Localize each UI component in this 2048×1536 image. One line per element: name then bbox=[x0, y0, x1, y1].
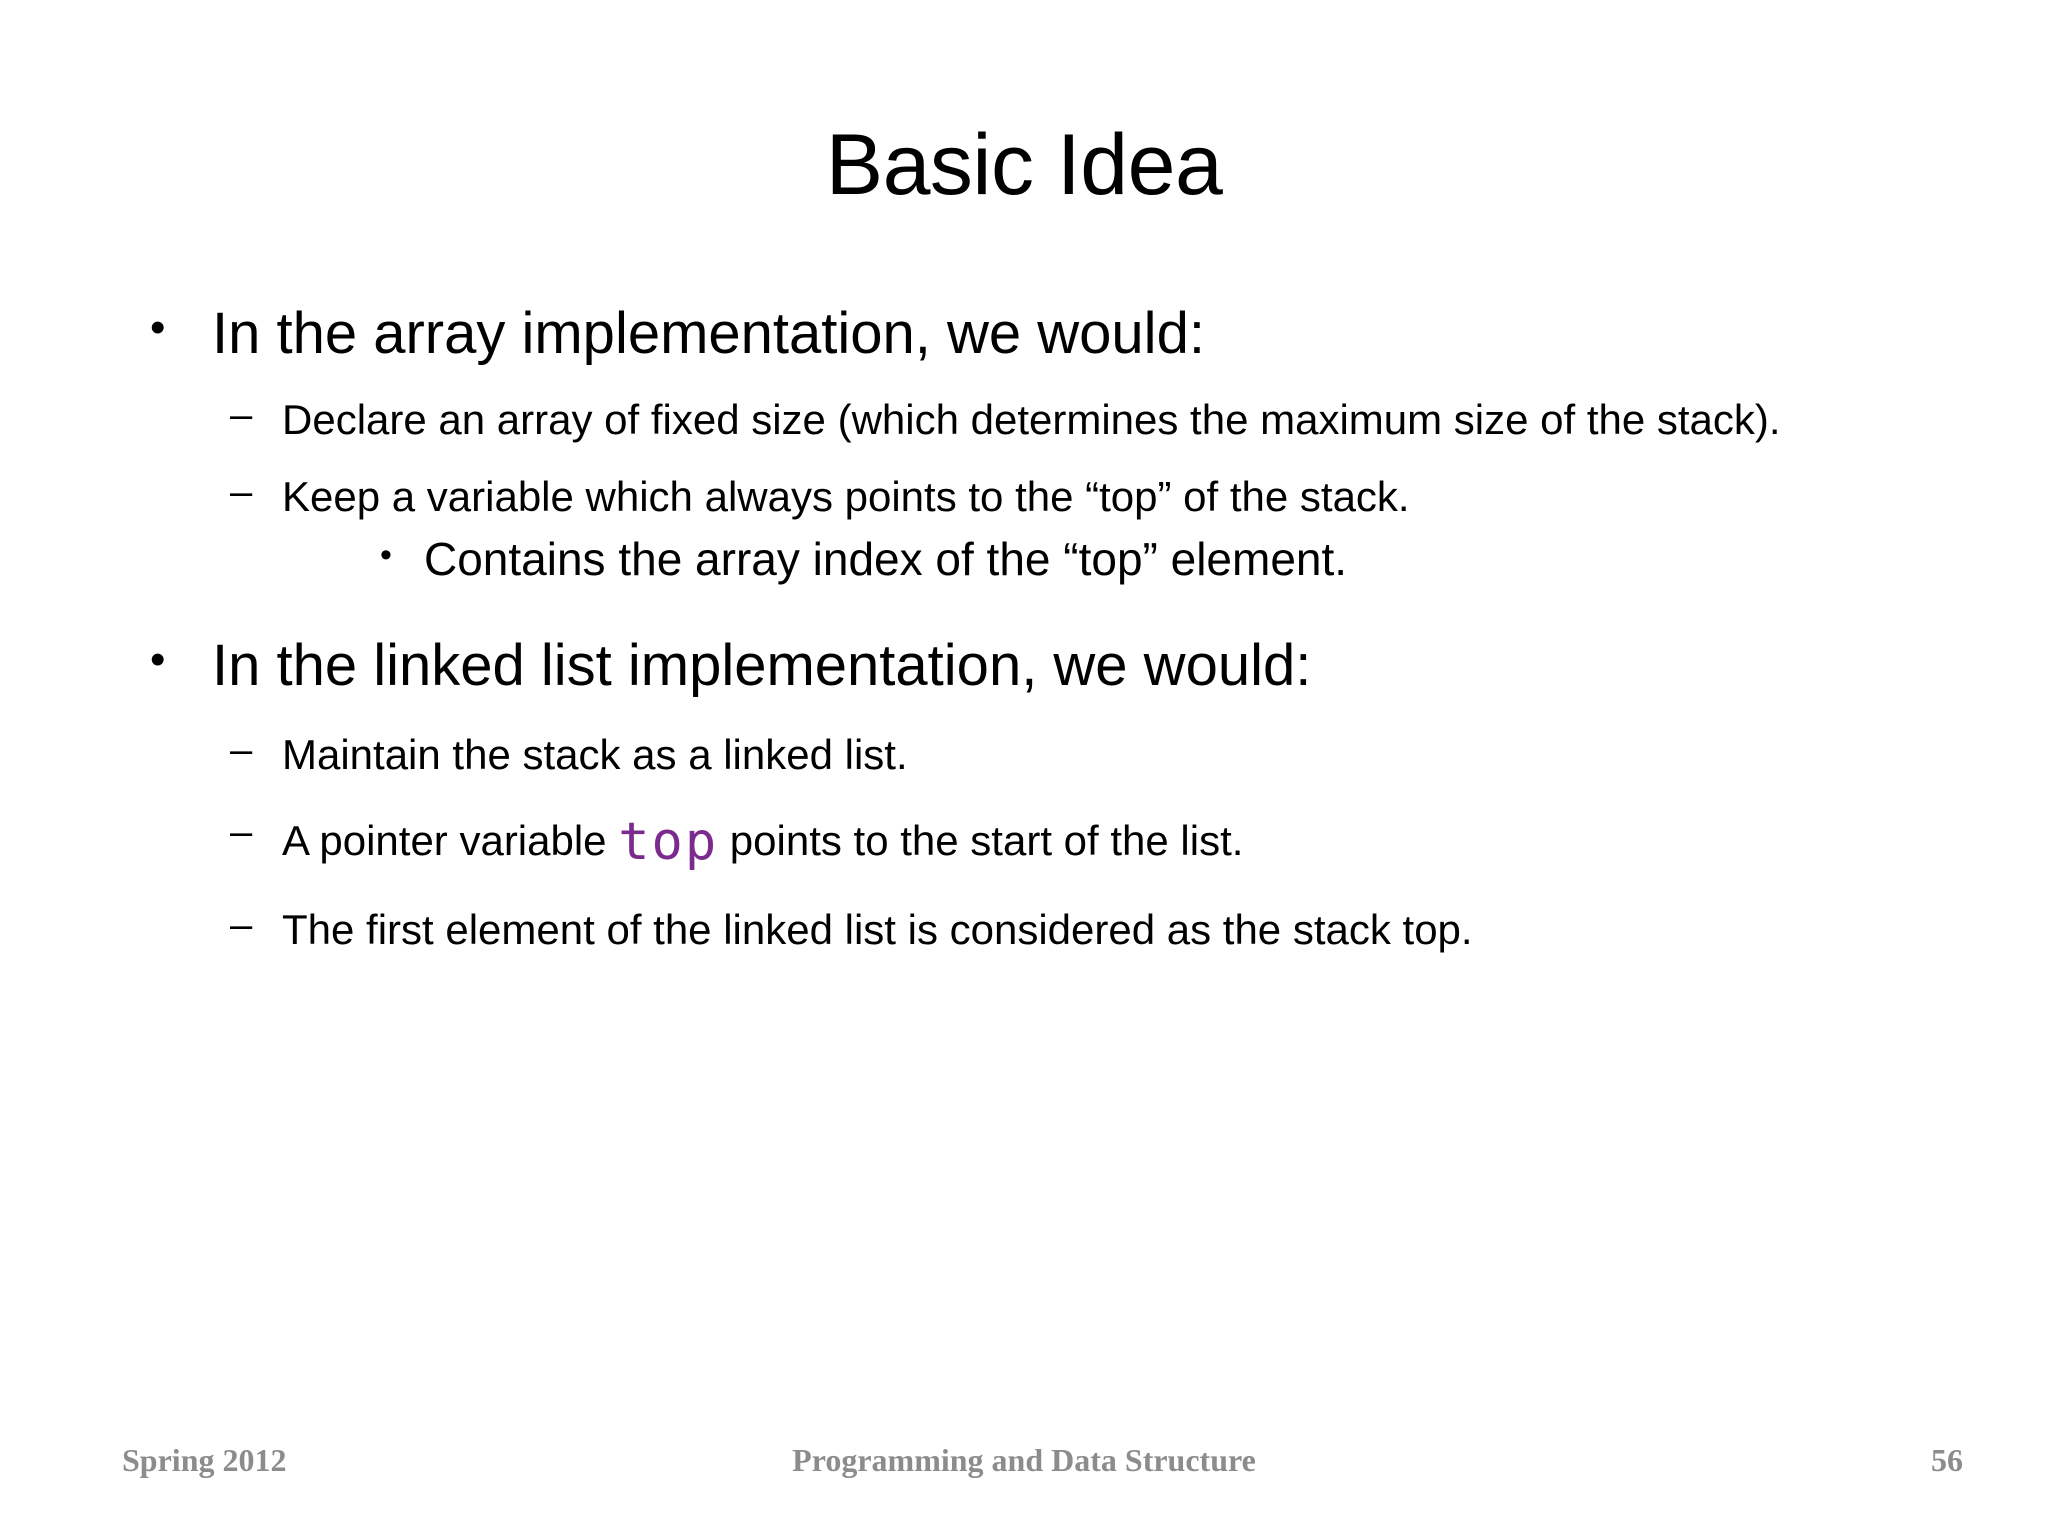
slide-footer: Spring 2012 Programming and Data Structu… bbox=[0, 1416, 2048, 1536]
page-title: Basic Idea bbox=[825, 117, 1223, 213]
bullet-text: Keep a variable which always points to t… bbox=[282, 473, 1410, 521]
bullet-marker-dash: – bbox=[230, 470, 253, 515]
code-identifier-top: top bbox=[618, 811, 719, 872]
bullet-marker-dash: – bbox=[230, 728, 253, 773]
bullet-marker-disc: • bbox=[150, 303, 166, 352]
bullet-text: In the array implementation, we would: bbox=[212, 301, 1205, 366]
footer-term: Spring 2012 bbox=[122, 1442, 287, 1478]
footer-course-title: Programming and Data Structure bbox=[792, 1442, 1256, 1478]
bullet-text: Declare an array of fixed size (which de… bbox=[282, 395, 1781, 443]
bullet-marker-disc: • bbox=[150, 634, 166, 684]
bullet-item: • Contains the array index of the “top” … bbox=[150, 532, 1940, 587]
bullet-item: – Declare an array of fixed size (which … bbox=[150, 394, 1940, 445]
bullet-text: Maintain the stack as a linked list. bbox=[282, 731, 908, 779]
bullet-text: In the linked list implementation, we wo… bbox=[212, 632, 1312, 698]
bullet-item: – Maintain the stack as a linked list. bbox=[150, 729, 1940, 780]
bullet-marker-dash: – bbox=[230, 903, 253, 948]
slide-body: • In the array implementation, we would:… bbox=[150, 300, 1940, 959]
bullet-item: – A pointer variable top points to the s… bbox=[150, 811, 1940, 874]
bullet-item: • In the array implementation, we would: bbox=[150, 300, 1940, 368]
footer-page-number: 56 bbox=[1931, 1442, 1963, 1478]
bullet-item: – The first element of the linked list i… bbox=[150, 904, 1940, 955]
bullet-item: • In the linked list implementation, we … bbox=[150, 632, 1940, 700]
bullet-text: The first element of the linked list is … bbox=[282, 906, 1473, 954]
bullet-marker-disc: • bbox=[380, 536, 392, 575]
bullet-text-prefix: A pointer variable bbox=[282, 816, 619, 864]
bullet-text: Contains the array index of the “top” el… bbox=[424, 533, 1348, 586]
bullet-text: A pointer variable top points to the sta… bbox=[282, 811, 1882, 874]
bullet-marker-dash: – bbox=[230, 809, 253, 854]
bullet-item: – Keep a variable which always points to… bbox=[150, 471, 1940, 522]
bullet-marker-dash: – bbox=[230, 392, 253, 437]
bullet-text-suffix: points to the start of the list. bbox=[718, 816, 1244, 864]
